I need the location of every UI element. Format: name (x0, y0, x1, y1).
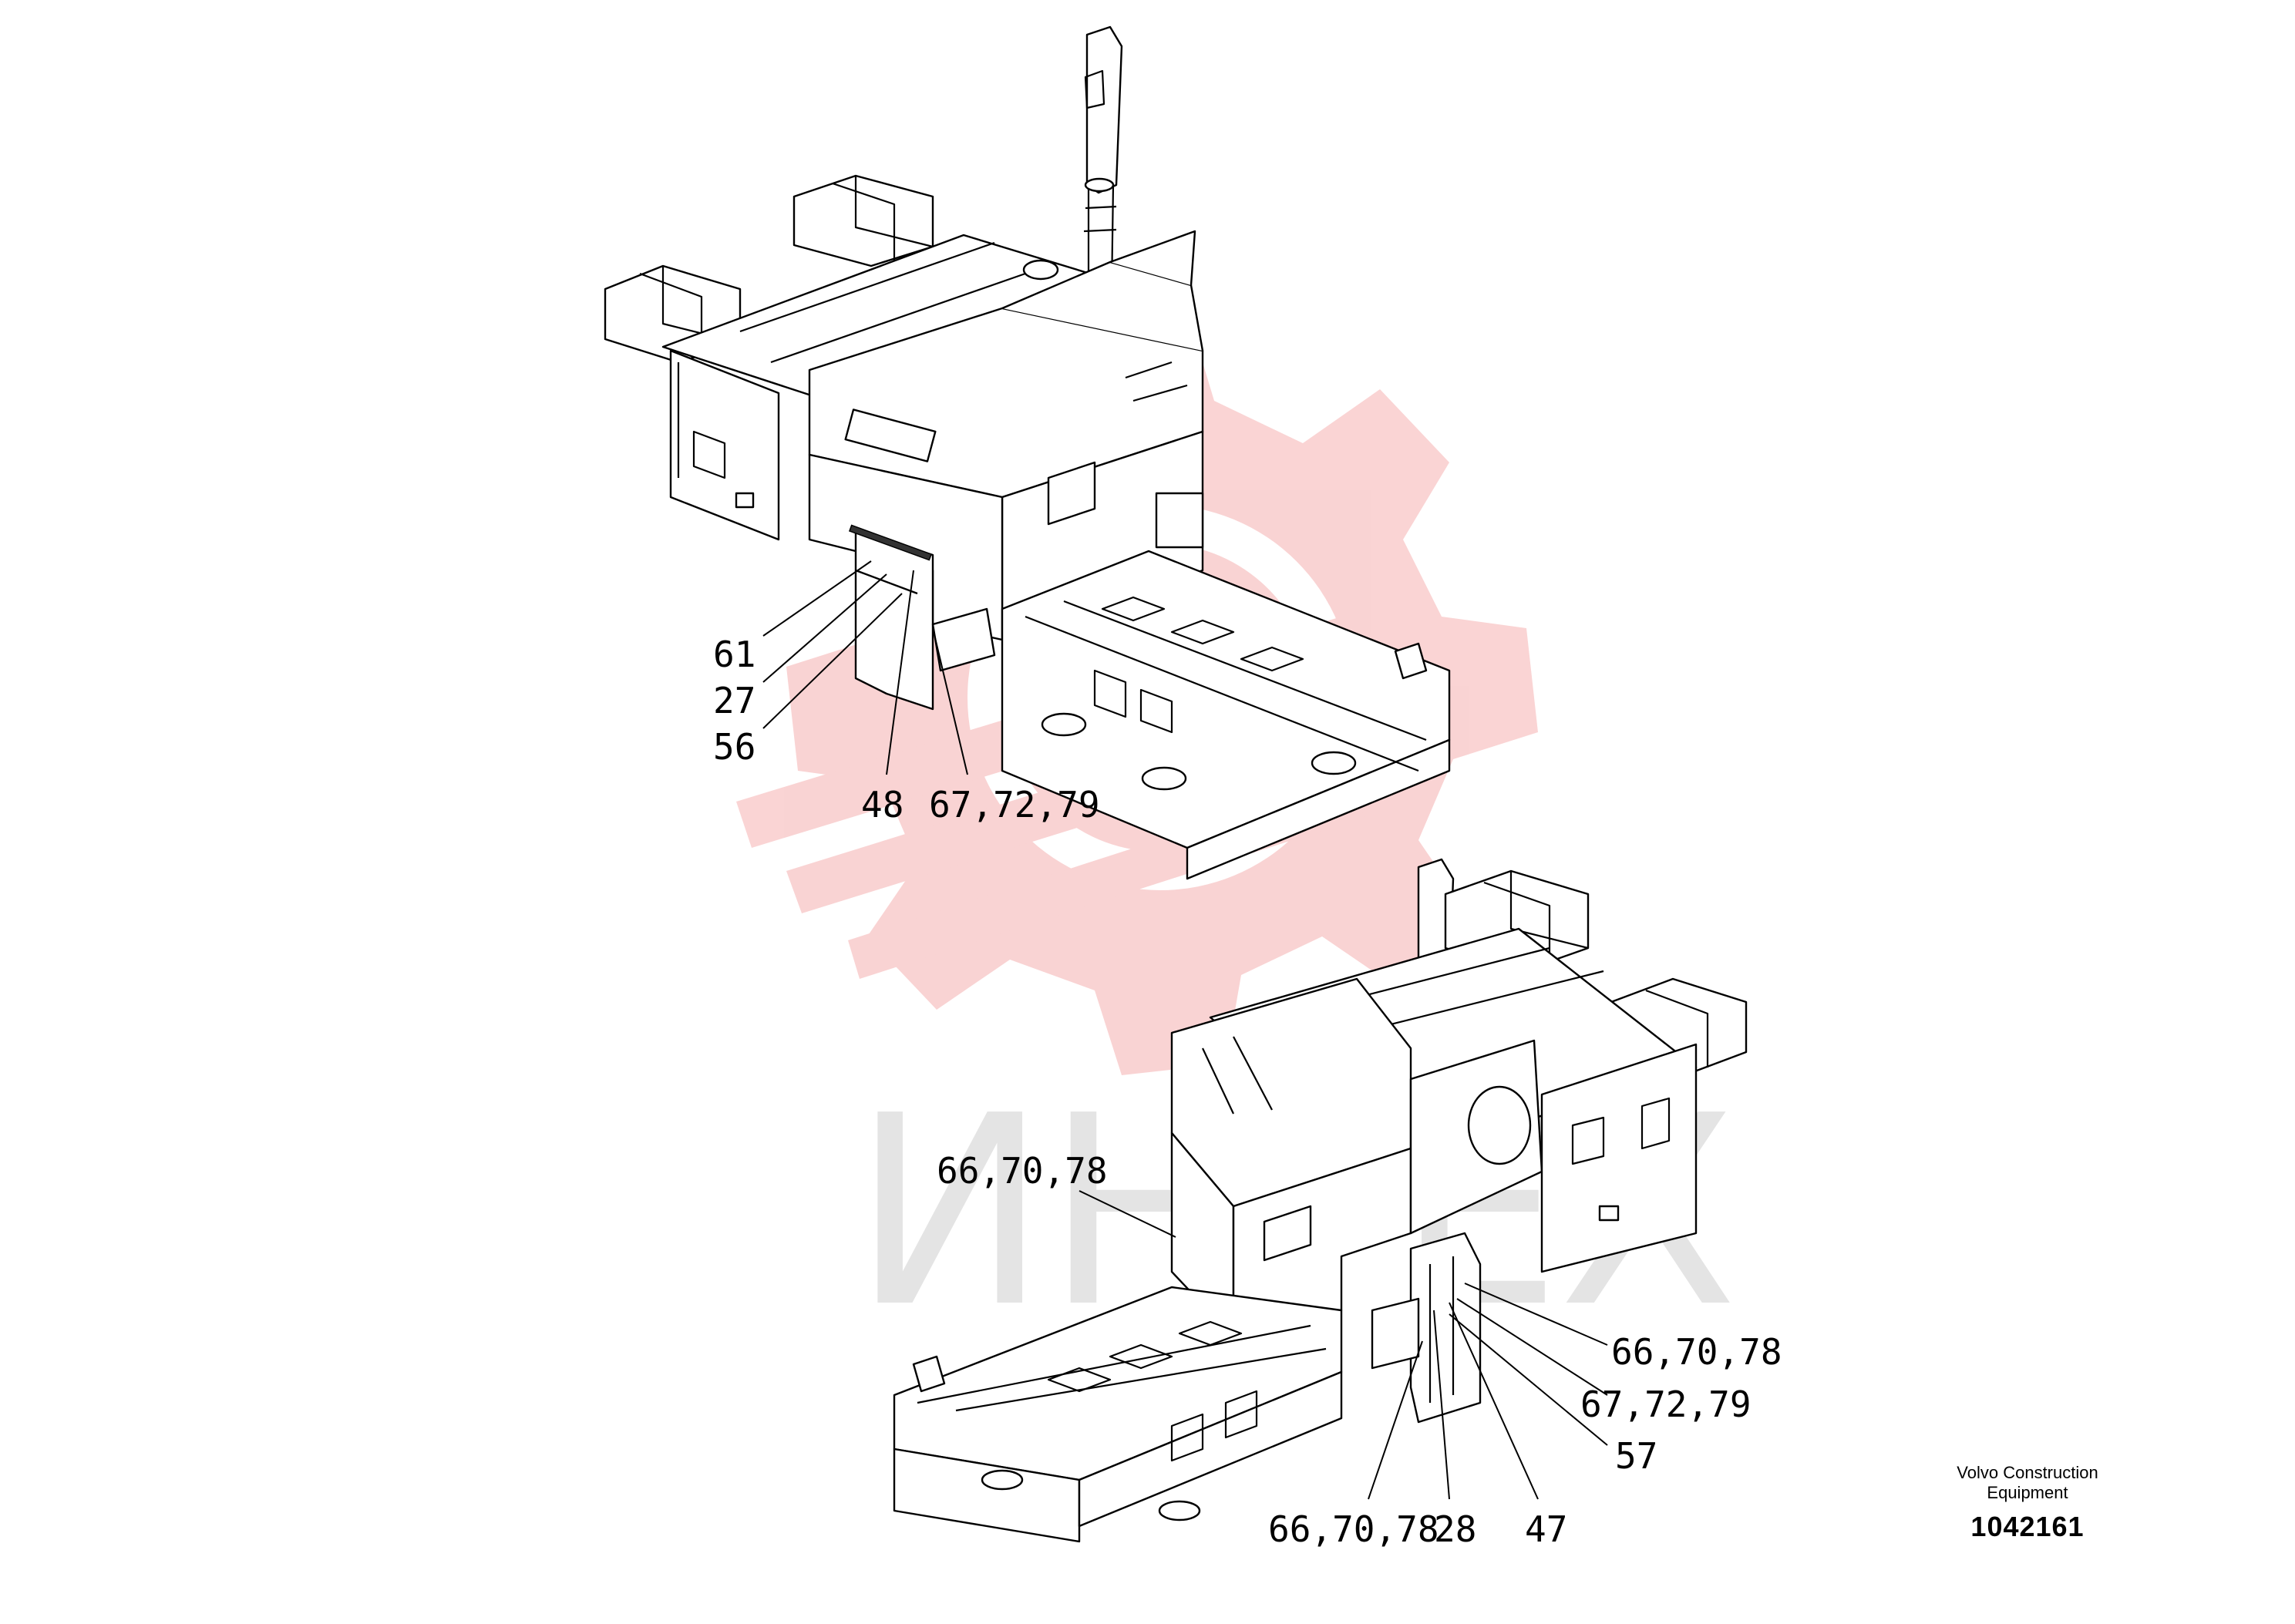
callout-bottom-57: 57 (1615, 1435, 1657, 1477)
brand-line-2: Equipment (1987, 1483, 2068, 1502)
bottom-leader-lines (1079, 1190, 1608, 1500)
callout-bottom-66-70-78-b: 66,70,78 (1611, 1331, 1782, 1373)
bottom-frame-assembly (893, 858, 1748, 1543)
document-number: 1042161 (1970, 1511, 2085, 1542)
callout-top-48: 48 (861, 784, 904, 825)
top-leader-lines (762, 560, 968, 775)
top-frame-assembly (604, 25, 1451, 880)
callout-bottom-66-70-78-a: 66,70,78 (937, 1150, 1108, 1192)
callout-top-67-72-79: 67,72,79 (929, 784, 1100, 825)
callout-bottom-28: 28 (1434, 1508, 1476, 1550)
callout-top-27: 27 (713, 680, 755, 721)
callout-bottom-47: 47 (1525, 1508, 1567, 1550)
bottom-callouts: 66,70,78 66,70,78 67,72,79 57 66,70,78 2… (937, 1150, 1782, 1550)
callout-top-61: 61 (713, 634, 755, 675)
brand-line-1: Volvo Construction (1957, 1463, 2098, 1482)
callout-bottom-66-70-78-c: 66,70,78 (1268, 1508, 1439, 1550)
callout-top-56: 56 (713, 726, 755, 768)
callout-bottom-67-72-79: 67,72,79 (1580, 1384, 1752, 1425)
title-block: Volvo Construction Equipment 1042161 (1943, 1463, 2112, 1543)
top-callouts: 61 27 56 48 67,72,79 (713, 634, 1100, 825)
